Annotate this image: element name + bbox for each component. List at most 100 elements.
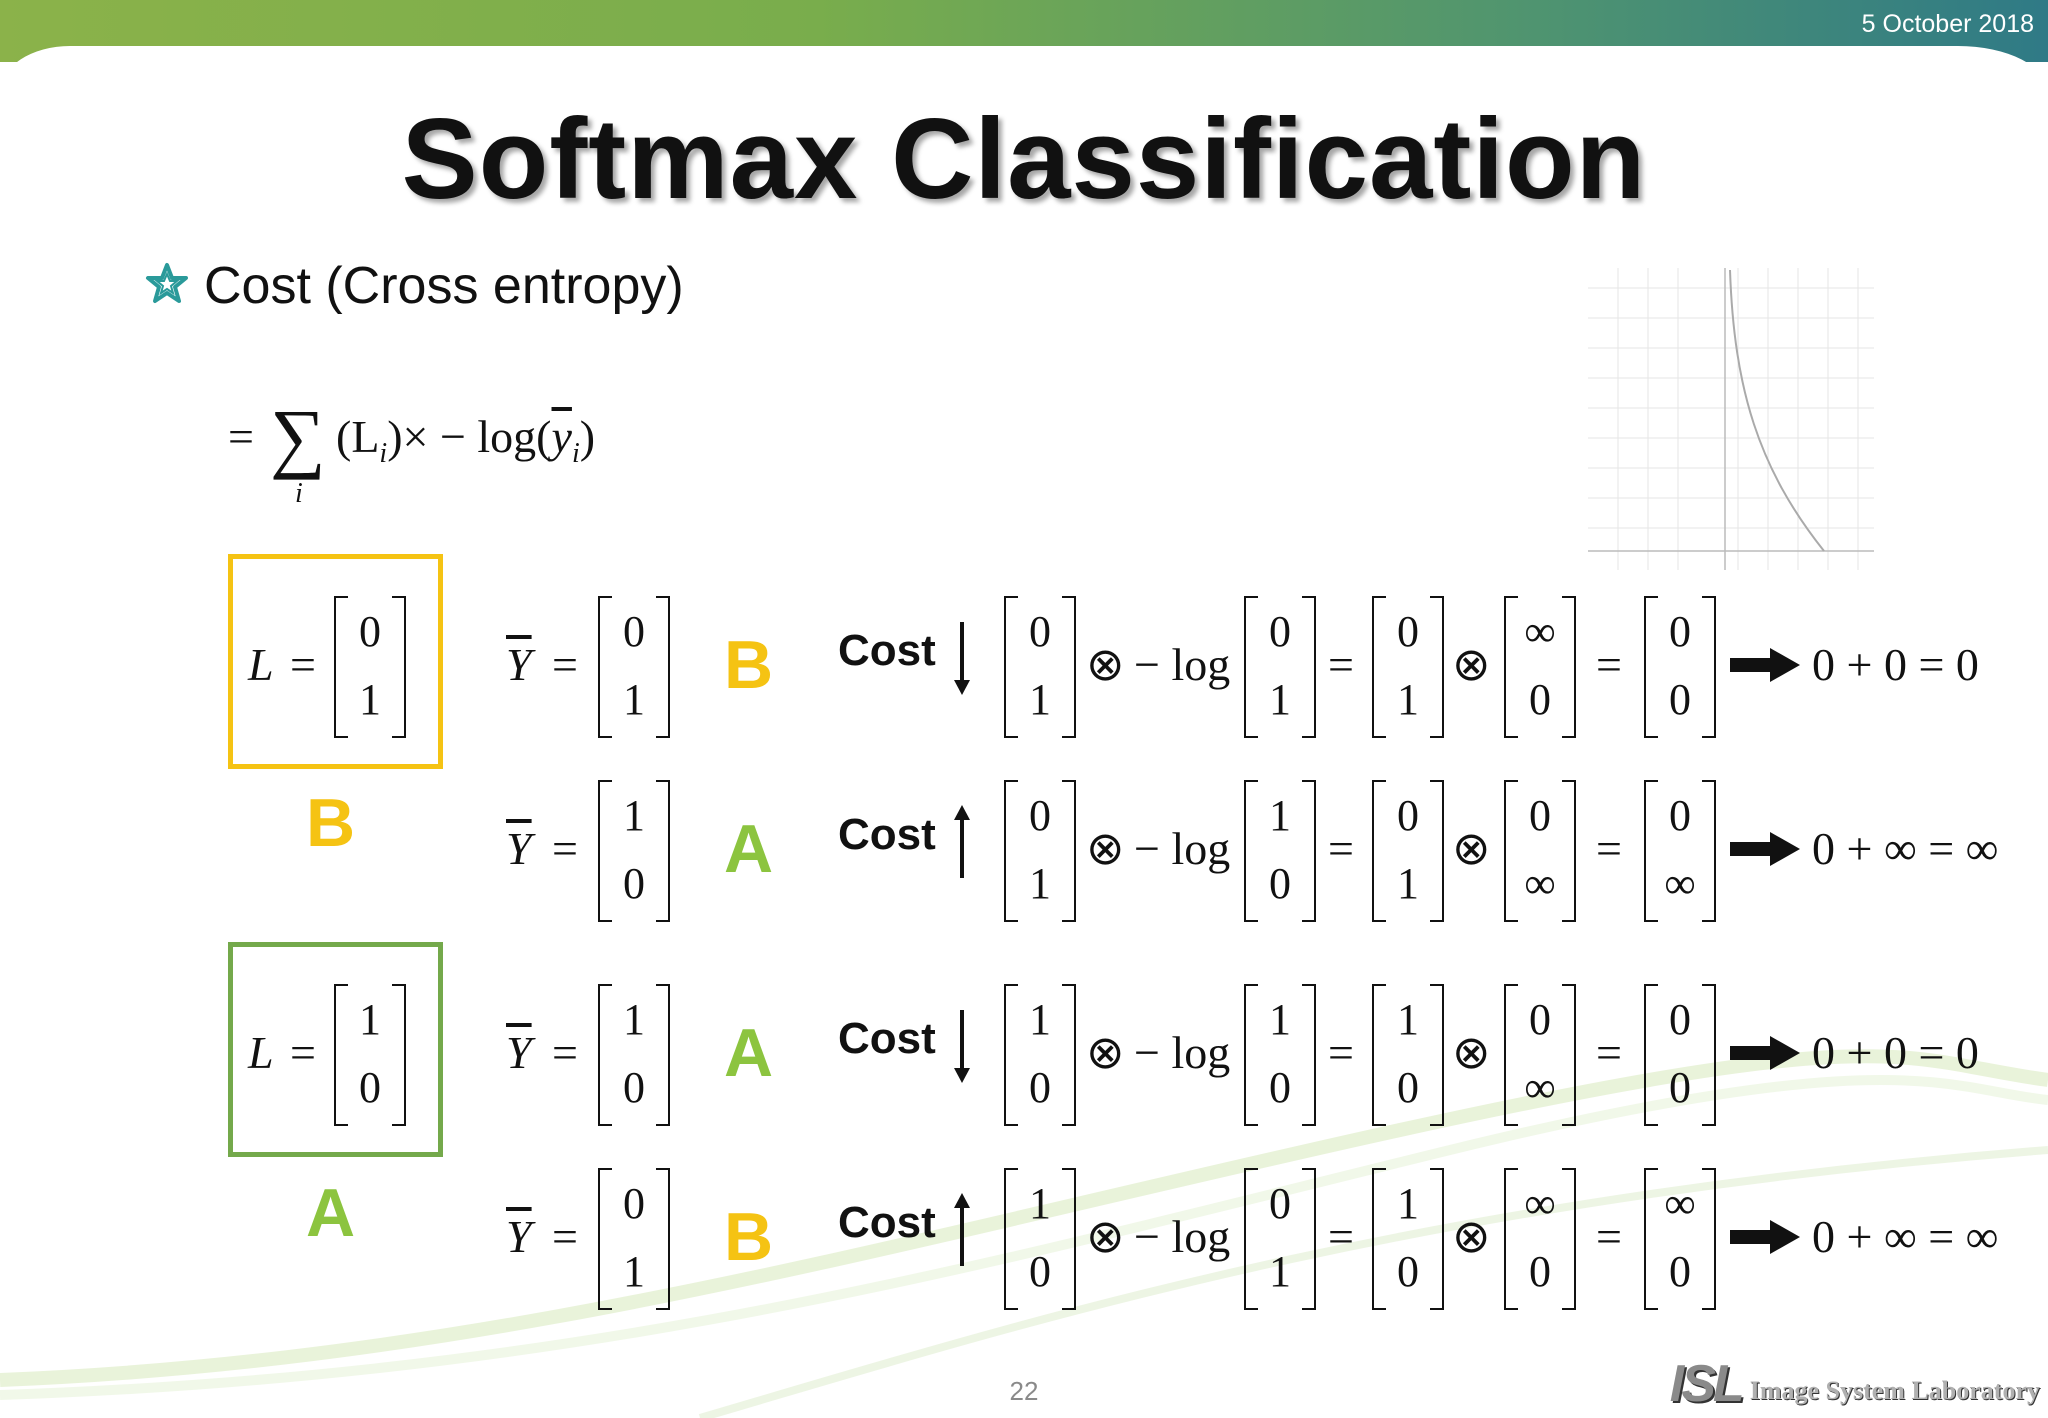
box2-L: L [248, 1027, 274, 1078]
matrix-value: 1 [623, 675, 645, 724]
neg-log-curve-graph [1588, 268, 1874, 570]
equals-symbol: = [1328, 823, 1354, 874]
arrow-up-icon [954, 805, 970, 878]
ybar-label: Y [506, 1211, 532, 1262]
bracket-right [1302, 1168, 1316, 1310]
logo-mark: ISL [1669, 1355, 1745, 1413]
bracket-left [1504, 596, 1518, 738]
matrix-value: 0 [1029, 791, 1051, 840]
bracket-left [1504, 780, 1518, 922]
box2-L-matrix: 1 0 [334, 984, 406, 1126]
matrix-value: 1 [623, 791, 645, 840]
class-letter: B [724, 627, 774, 703]
matrix-value: 1 [1269, 1247, 1291, 1296]
ybar-label: Y [506, 823, 532, 874]
ybar-label: Y [506, 639, 532, 690]
bracket-left [1372, 1168, 1386, 1310]
cost-label: Cost [838, 810, 936, 859]
bracket-left [1004, 984, 1018, 1126]
matrix-value: 0 [359, 607, 381, 656]
box2-eq: = [290, 1027, 316, 1078]
matrix-value: 0 [623, 859, 645, 908]
cost-label: Cost [838, 626, 936, 675]
equals-symbol: = [1596, 1211, 1622, 1262]
formula-eq: = [228, 411, 254, 462]
bracket-left [1244, 596, 1258, 738]
bracket-left [1504, 984, 1518, 1126]
page-number: 22 [1009, 1376, 1039, 1406]
bracket-left [598, 780, 612, 922]
class-letter: A [724, 1015, 774, 1091]
formula-ybar: y [551, 411, 572, 462]
bracket-left [1004, 1168, 1018, 1310]
arrow-right-icon [1730, 1220, 1800, 1254]
neglog-label: − log [1134, 639, 1231, 690]
lab-logo: ISL Image System Laboratory [1670, 1354, 2040, 1414]
bracket-right [1302, 780, 1316, 922]
bracket-right [1702, 596, 1716, 738]
matrix-value: 0 [623, 1179, 645, 1228]
matrix-value: 0 [1669, 675, 1691, 724]
sigma-symbol: ∑ [270, 393, 326, 480]
equals-symbol: = [1596, 823, 1622, 874]
matrix-value: 1 [359, 675, 381, 724]
equals-symbol: = [1328, 1211, 1354, 1262]
matrix-value: 0 [359, 1063, 381, 1112]
matrix-value: ∞ [1524, 607, 1556, 656]
bracket-left [334, 984, 348, 1126]
matrix-value: 1 [1397, 675, 1419, 724]
formula-sub1: i [379, 438, 388, 470]
row-result: 0 + ∞ = ∞ [1812, 823, 1999, 874]
arrow-right-icon [1730, 648, 1800, 682]
arrow-right-icon [1730, 832, 1800, 866]
bracket-right [656, 984, 670, 1126]
bracket-right [1562, 984, 1576, 1126]
cost-label: Cost [838, 1014, 936, 1063]
arrow-down-icon [954, 622, 970, 695]
matrix-value: 0 [1669, 791, 1691, 840]
row-result: 0 + ∞ = ∞ [1812, 1211, 1999, 1262]
matrix-value: 0 [1669, 1063, 1691, 1112]
matrix-value: 1 [1397, 995, 1419, 1044]
matrix-value: 0 [1529, 995, 1551, 1044]
bracket-right [1562, 1168, 1576, 1310]
bracket-left [598, 984, 612, 1126]
neglog-matrix: 0∞ [1504, 984, 1576, 1126]
formula-term: (Li)× − log(yi) [336, 414, 595, 468]
matrix-value: 0 [1397, 1247, 1419, 1296]
bracket-left [1004, 596, 1018, 738]
bracket-left [1644, 984, 1658, 1126]
matrix-value: 1 [1029, 859, 1051, 908]
equals-symbol: = [1328, 639, 1354, 690]
bullet-text: Cost (Cross entropy) [204, 257, 684, 315]
matrix-value: 0 [1529, 1247, 1551, 1296]
arrow-down-icon [954, 1010, 970, 1083]
logo-name: Image System Laboratory [1749, 1376, 2040, 1405]
bracket-right [1062, 1168, 1076, 1310]
label-box-a [228, 942, 443, 1157]
box2-letter: A [306, 1175, 356, 1251]
row-result: 0 + 0 = 0 [1812, 639, 1979, 690]
matrix-value: 0 [623, 607, 645, 656]
matrix-value: 0 [1269, 859, 1291, 908]
bracket-left [1372, 596, 1386, 738]
formula-sub2: i [571, 438, 580, 470]
bracket-left [1644, 596, 1658, 738]
bracket-right [1430, 984, 1444, 1126]
bracket-left [1372, 984, 1386, 1126]
equals-symbol: = [1596, 1027, 1622, 1078]
otimes-symbol: ⊗ [1452, 639, 1491, 690]
cost-label: Cost [838, 1198, 936, 1247]
bracket-left [598, 596, 612, 738]
otimes-symbol: ⊗ [1452, 823, 1491, 874]
matrix-value: 1 [1029, 675, 1051, 724]
bracket-right [1430, 596, 1444, 738]
neglog-matrix: ∞0 [1504, 1168, 1576, 1310]
